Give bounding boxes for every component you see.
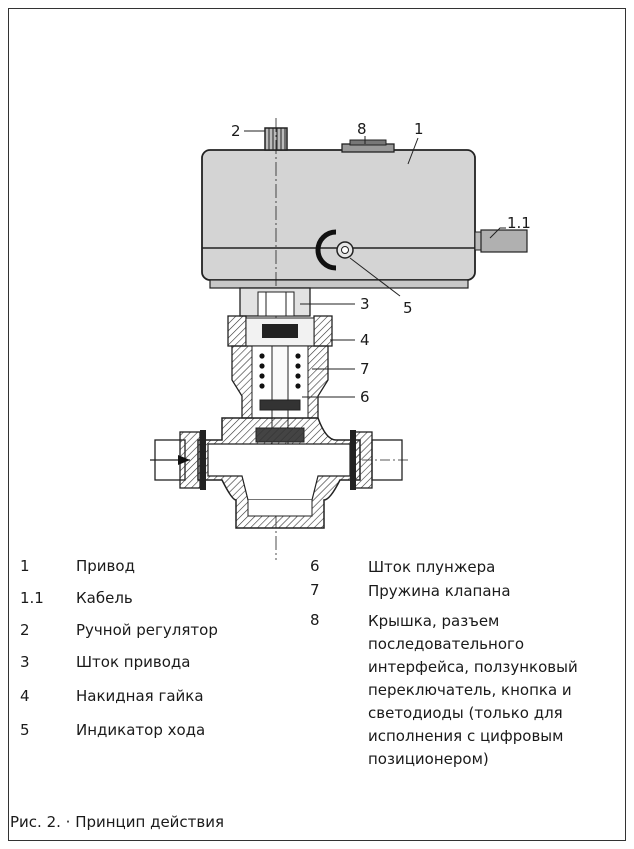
legend-text: Крышка, разъем последовательного интерфе… — [368, 612, 578, 768]
legend-number: 1.1 — [20, 589, 44, 607]
legend-number: 2 — [20, 621, 30, 639]
legend-number: 5 — [20, 721, 30, 739]
callout-8: 8 — [357, 120, 367, 138]
callout-1-1: 1.1 — [507, 214, 531, 232]
callout-1: 1 — [414, 120, 424, 138]
legend-text: Накидная гайка — [76, 687, 204, 705]
inlet-connection — [150, 430, 206, 490]
callout-5: 5 — [403, 299, 413, 317]
valve-body — [197, 417, 361, 529]
legend-right: 6 Шток плунжера 7 Пружина клапана 8 Крыш… — [310, 556, 610, 796]
legend-number: 6 — [310, 557, 320, 575]
union-nut — [227, 315, 333, 347]
legend-left: 1 Привод 1.1 Кабель 2 Ручной регулятор 3… — [20, 556, 300, 776]
callout-4: 4 — [360, 331, 370, 349]
figure-caption: Рис. 2. · Принцип действия — [10, 813, 225, 831]
legend-number: 7 — [310, 581, 320, 599]
legend-text: Шток плунжера — [368, 558, 496, 576]
legend-number: 8 — [310, 611, 320, 629]
legend-text: Ручной регулятор — [76, 621, 218, 639]
stroke-indicator — [315, 229, 354, 271]
outlet-connection — [350, 430, 408, 490]
valve-spring — [259, 353, 301, 389]
legend-text: Пружина клапана — [368, 582, 511, 600]
actuator-stem — [239, 287, 311, 317]
cable — [474, 229, 528, 253]
figure-frame — [8, 8, 626, 841]
valve-diagram: 2 8 1 1.1 5 3 4 7 6 — [150, 118, 531, 560]
legend-text: Шток привода — [76, 653, 191, 671]
legend-number: 1 — [20, 557, 30, 575]
legend-text: Кабель — [76, 589, 133, 607]
callout-2: 2 — [231, 122, 241, 140]
legend-text: Привод — [76, 557, 135, 575]
callout-7: 7 — [360, 360, 370, 378]
legend-text: Индикатор хода — [76, 721, 206, 739]
legend-number: 4 — [20, 687, 30, 705]
callout-3: 3 — [360, 295, 370, 313]
actuator-housing — [201, 149, 476, 289]
leader-lines — [244, 130, 506, 398]
legend-number: 3 — [20, 653, 30, 671]
callout-6: 6 — [360, 388, 370, 406]
top-cover — [341, 139, 395, 153]
